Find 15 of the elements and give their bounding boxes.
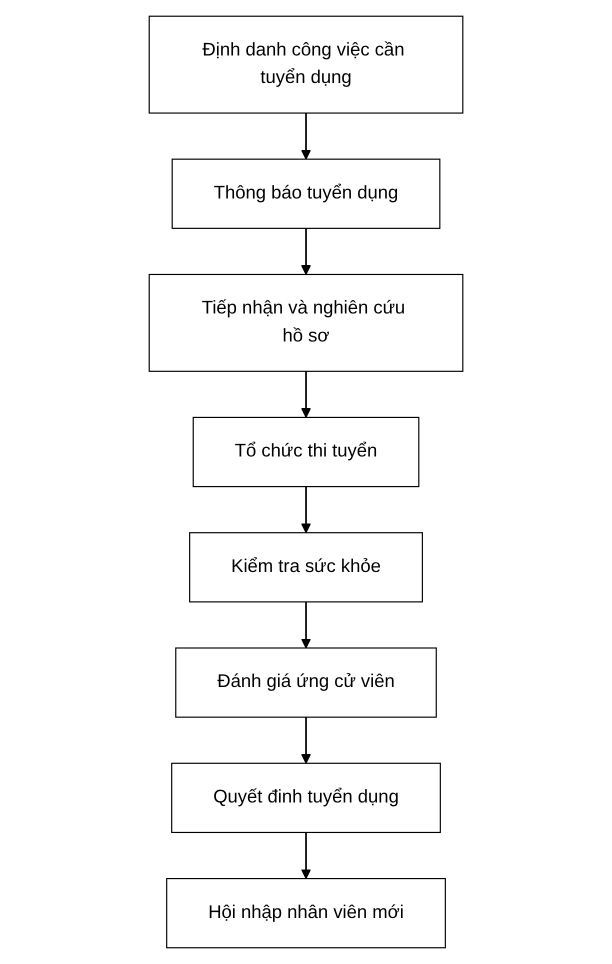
node-box: Đánh giá ứng cử viên: [175, 647, 437, 718]
arrow: [300, 228, 312, 275]
arrow: [300, 602, 312, 648]
node-box: Kiểm tra sức khỏe: [189, 532, 423, 602]
arrow: [300, 371, 312, 418]
arrow: [300, 832, 312, 880]
node-box: Tiếp nhận và nghiên cứu hồ sơ: [148, 274, 464, 372]
node-box: Tổ chức thi tuyển: [192, 416, 420, 488]
arrow: [300, 486, 312, 534]
node-box: Hội nhập nhân viên mới: [166, 878, 446, 948]
arrow: [300, 717, 312, 764]
node-box: Thông báo tuyển dụng: [172, 158, 440, 229]
node-box: Quyết đinh tuyển dụng: [171, 762, 441, 834]
node-box: Định danh công việc cần tuyển dụng: [148, 16, 464, 114]
arrow: [300, 113, 312, 160]
